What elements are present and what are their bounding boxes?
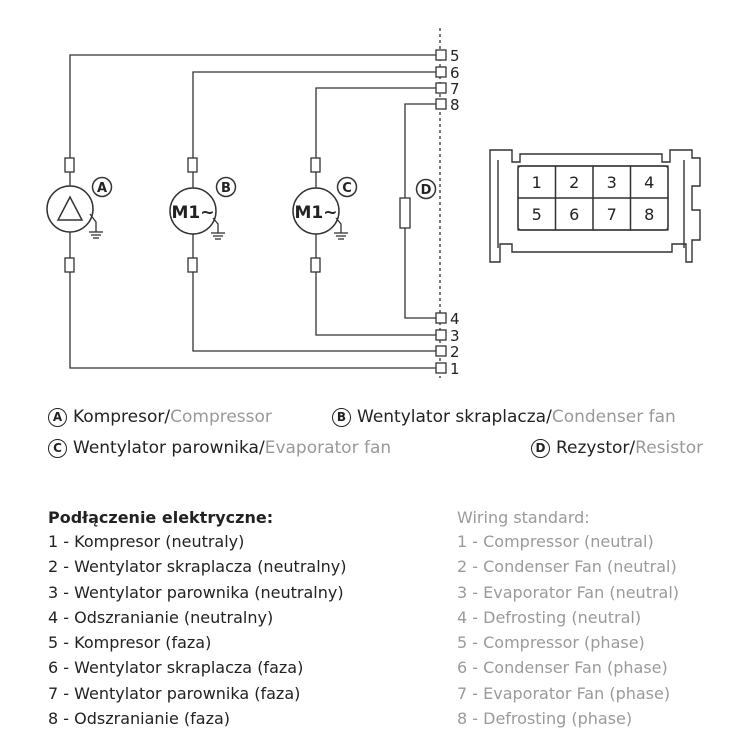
- terminal-box: [435, 98, 447, 110]
- wires: [69, 54, 436, 369]
- terminal-box: [435, 362, 447, 374]
- component-badges: [91, 176, 437, 200]
- badge-a-letter: A: [97, 181, 107, 196]
- legend-a-pl: Kompresor: [73, 407, 165, 427]
- connector-pin-grid: 1 2 3 4 5 6 7 8: [517, 165, 669, 231]
- wiring-en-item: 5 - Compressor (phase): [457, 633, 645, 653]
- connector-pin-label: 7: [607, 205, 617, 224]
- badge-d-letter: D: [421, 183, 432, 198]
- wiring-en-title: Wiring standard:: [457, 508, 590, 527]
- terminal-box: [435, 312, 447, 324]
- legend-a-en: Compressor: [170, 407, 272, 427]
- legend-a-badge: A: [48, 407, 67, 427]
- wiring-pl-title: Podłączenie elektryczne:: [48, 508, 274, 527]
- wiring-pl-item: 4 - Odszranianie (neutralny): [48, 607, 274, 627]
- wiring-en-item: 4 - Defrosting (neutral): [457, 607, 642, 627]
- legend-a-sep: /: [164, 407, 171, 427]
- terminal-label: 1: [450, 360, 460, 378]
- legend-b-pl: Wentylator skraplacza: [357, 407, 547, 427]
- wiring-pl-list: 1 - Kompresor (neutraly) 2 - Wentylator s…: [48, 529, 347, 731]
- terminal-label: 2: [450, 343, 460, 361]
- wiring-pl-item: 8 - Odszranianie (faza): [48, 709, 231, 729]
- legend-b-sep: /: [546, 407, 552, 427]
- resistor-symbol: [399, 197, 411, 229]
- wire-connectors: [64, 157, 321, 273]
- badge-c-letter: C: [342, 181, 352, 196]
- legend-c-sep: /: [258, 438, 265, 458]
- wiring-en-list: 1 - Compressor (neutral) 2 - Condenser Fa…: [457, 529, 679, 731]
- legend-b: B Wentylator skraplacza/Condenser fan: [332, 407, 676, 427]
- terminal-box: [435, 345, 447, 357]
- wiring-en-item: 3 - Evaporator Fan (neutral): [457, 582, 680, 602]
- connector-pin-label: 6: [569, 205, 579, 224]
- terminal-label: 8: [450, 96, 460, 114]
- terminal-label: 5: [450, 47, 460, 65]
- legend-b-en: Condenser fan: [551, 407, 676, 427]
- compressor-symbol: [46, 185, 103, 239]
- legend-a: A Kompresor/Compressor: [48, 407, 272, 427]
- connector-pin-label: 3: [607, 173, 617, 192]
- legend-d: D Rezystor/Resistor: [531, 438, 703, 458]
- connector-pin-cell: [629, 197, 669, 231]
- wiring-en-item: 8 - Defrosting (phase): [457, 709, 633, 729]
- terminal-box: [435, 49, 447, 61]
- legend-d-en: Resistor: [635, 438, 704, 458]
- connector-pin-label: 5: [532, 205, 542, 224]
- wiring-en-item: 2 - Condenser Fan (neutral): [457, 557, 677, 577]
- connector-pin-label: 4: [644, 173, 654, 192]
- legend-c: C Wentylator parownika/Evaporator fan: [48, 438, 391, 458]
- legend-d-sep: /: [629, 438, 636, 458]
- legend-b-badge: B: [332, 407, 351, 427]
- badge-b-letter: B: [221, 181, 231, 196]
- connector-pin-label: 2: [569, 173, 579, 192]
- motor-b-label: M1~: [172, 203, 215, 223]
- wiring-pl-item: 7 - Wentylator parownika (faza): [48, 683, 301, 703]
- wiring-en-item: 6 - Condenser Fan (phase): [457, 658, 668, 678]
- wiring-en-item: 7 - Evaporator Fan (phase): [457, 683, 671, 703]
- terminal-label: 7: [450, 80, 460, 98]
- motor-c-label: M1~: [295, 203, 338, 223]
- terminal-label: 6: [450, 64, 460, 82]
- wiring-pl-item: 3 - Wentylator parownika (neutralny): [48, 582, 344, 602]
- terminal-box: [435, 329, 447, 341]
- legend-c-badge: C: [48, 438, 67, 458]
- terminal-label: 3: [450, 327, 460, 345]
- evaporator-fan-motor: [292, 187, 348, 240]
- legend-d-pl: Rezystor: [556, 438, 630, 458]
- terminal-label: 4: [450, 310, 460, 328]
- legend-c-en: Evaporator fan: [264, 438, 392, 458]
- wiring-pl-item: 1 - Kompresor (neutraly): [48, 532, 245, 551]
- terminal-box: [435, 82, 447, 94]
- wiring-pl-item: 5 - Kompresor (faza): [48, 633, 212, 653]
- terminal-box: [435, 66, 447, 78]
- wiring-en-item: 1 - Compressor (neutral): [457, 532, 654, 551]
- wiring-pl-item: 6 - Wentylator skraplacza (faza): [48, 658, 304, 678]
- connector-pin-label: 8: [644, 205, 654, 224]
- condenser-fan-motor: [169, 187, 225, 240]
- wiring-pl-item: 2 - Wentylator skraplacza (neutralny): [48, 557, 347, 577]
- legend-d-badge: D: [531, 438, 550, 458]
- legend-c-pl: Wentylator parownika: [73, 438, 259, 458]
- connector-pin-label: 1: [532, 173, 542, 192]
